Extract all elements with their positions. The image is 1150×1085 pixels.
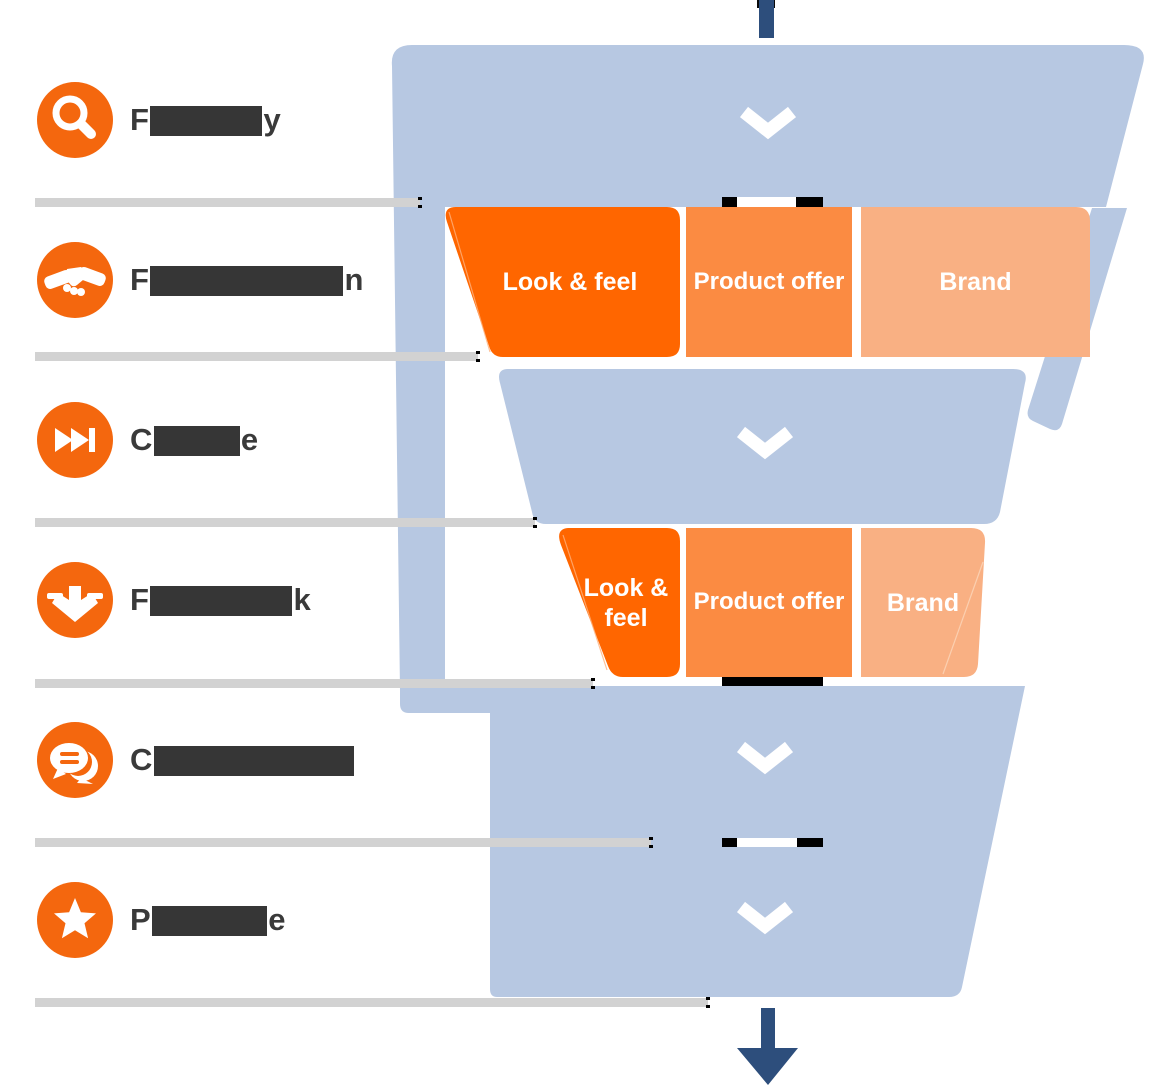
separator-line-4 [35,678,595,689]
label-prefix: C [130,742,153,777]
label-prefix: F [130,102,150,137]
funnel-box-product-offer-2 [686,528,852,677]
funnel-stage-3 [400,686,1025,997]
label-suffix: e [240,422,259,457]
label-suffix: n [344,262,364,297]
pull-down-arrow-icon [37,562,113,638]
redaction-bar [150,586,293,616]
separator-line-2 [35,351,480,362]
box-label-brand-1: Brand [939,268,1012,296]
box-crease-line [448,211,491,353]
label-suffix: y [263,102,282,137]
funnel-box-look-feel-2 [559,528,680,677]
handshake-icon [37,242,113,318]
redaction-mark [722,677,823,686]
box-label-product-offer-2: Product offer [693,588,845,616]
redaction-bar [150,266,344,296]
arrow-down-icon [737,1008,798,1085]
separator-line-1 [35,197,422,208]
chevron-down-icon [736,741,794,775]
box-crease-line [942,561,984,675]
redaction-bar [153,746,354,776]
redaction-mark [796,197,823,207]
star-icon [37,882,113,958]
chevron-down-icon [739,106,797,140]
redaction-mark [757,0,760,8]
box-label-brand-2: Brand [886,588,960,617]
redaction-bar [153,426,240,456]
chevron-down-icon [736,901,794,935]
box-label-product-offer-1: Product offer [693,267,845,295]
fast-forward-icon [37,402,113,478]
box-label-look-feel-2: Look & feel [583,573,669,632]
chevron-down-icon [736,426,794,460]
box-crease-line [562,534,608,671]
neck-gap [737,197,797,207]
redaction-bar [152,906,268,936]
funnel-box-product-offer-1 [686,207,852,357]
funnel-box-brand-1 [861,207,1090,357]
separator-line-5 [35,837,653,848]
redaction-bar [150,106,263,136]
box-label-look-feel-1: Look & feel [502,268,638,296]
label-suffix: e [268,902,286,937]
label-prefix: F [130,262,150,297]
separator-line-6 [35,997,710,1008]
funnel-box-look-feel-1 [445,207,680,357]
search-icon [37,82,113,158]
chat-bubbles-icon [37,722,113,798]
redaction-mark [722,197,737,207]
redaction-mark [722,838,737,847]
label-prefix: F [130,582,150,617]
label-prefix: P [130,902,152,937]
funnel-stage-1 [391,45,1144,699]
label-prefix: C [130,422,153,457]
label-suffix: k [293,582,312,617]
step-label-5: C [130,739,355,781]
redaction-mark [797,838,823,847]
funnel-box-brand-2 [861,528,986,677]
separator-line-3 [35,517,537,528]
neck-gap [737,838,797,847]
top-connector-bar [759,0,774,38]
